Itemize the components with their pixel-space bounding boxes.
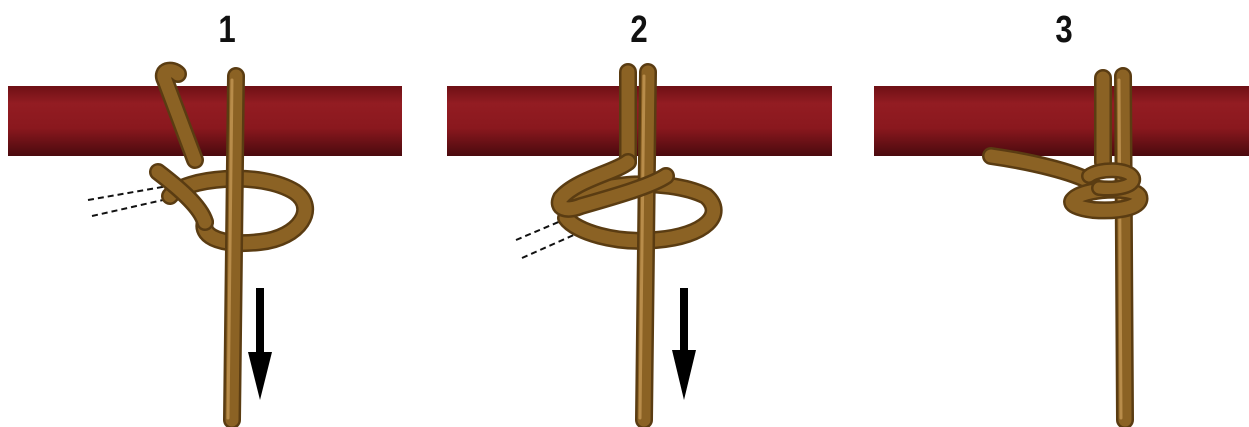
rope-main	[1123, 76, 1125, 420]
knot-diagram-step-1	[0, 0, 416, 427]
knot-diagram-step-2	[416, 0, 832, 427]
dashed-tail	[88, 186, 168, 200]
horizontal-bar	[874, 86, 1249, 156]
step-1-panel: 1	[0, 0, 416, 427]
knot-diagram-step-3	[833, 0, 1249, 427]
dashed-tail	[92, 198, 172, 216]
rope-tail	[991, 156, 1091, 182]
dashed-tail	[522, 234, 576, 258]
step-3-panel: 3	[833, 0, 1249, 427]
pull-arrow-head	[248, 352, 272, 400]
step-2-panel: 2	[416, 0, 832, 427]
pull-arrow-head	[672, 350, 696, 400]
rope-highlight	[1119, 80, 1121, 418]
horizontal-bar	[8, 86, 402, 156]
